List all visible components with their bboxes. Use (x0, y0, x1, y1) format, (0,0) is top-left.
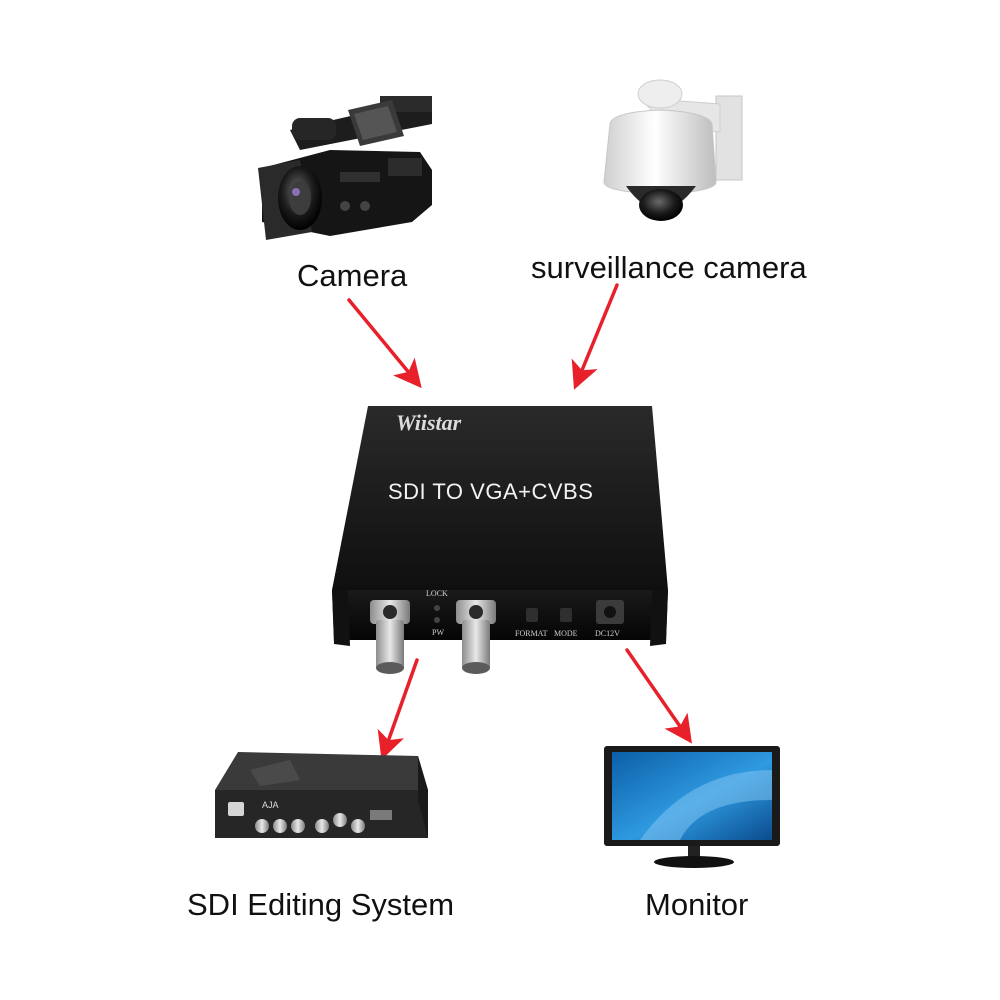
monitor-label: Monitor (645, 887, 749, 922)
device-brand-logo: Wiistar (396, 410, 462, 435)
device-format-label: FORMAT (515, 629, 548, 638)
arrow-device-to-editor (377, 658, 419, 760)
arrow-device-to-monitor (625, 648, 692, 744)
device-lock-label: LOCK (426, 589, 448, 598)
monitor-icon (604, 746, 780, 868)
format-button-shape (526, 608, 538, 622)
mode-button-shape (560, 608, 572, 622)
device-pw-label: PW (432, 628, 444, 637)
arrow-surveillance-to-device (571, 283, 619, 390)
device-dc-label: DC12V (595, 629, 620, 638)
device-title: SDI TO VGA+CVBS (388, 479, 594, 504)
editor-brand: AJA (262, 800, 279, 810)
sdi-editing-system-label: SDI Editing System (187, 887, 455, 922)
bnc-connector-1 (370, 600, 410, 674)
device-mode-label: MODE (554, 629, 578, 638)
camera-label: Camera (297, 258, 408, 293)
arrow-camera-to-device (347, 298, 422, 389)
arrows (347, 283, 692, 760)
bnc-connector-2 (456, 600, 496, 674)
editing-box-icon: AJA (215, 752, 428, 838)
dome-camera-icon (603, 79, 743, 221)
camcorder-icon (258, 96, 432, 240)
converter-box (332, 406, 668, 674)
surveillance-camera-label: surveillance camera (531, 250, 807, 285)
